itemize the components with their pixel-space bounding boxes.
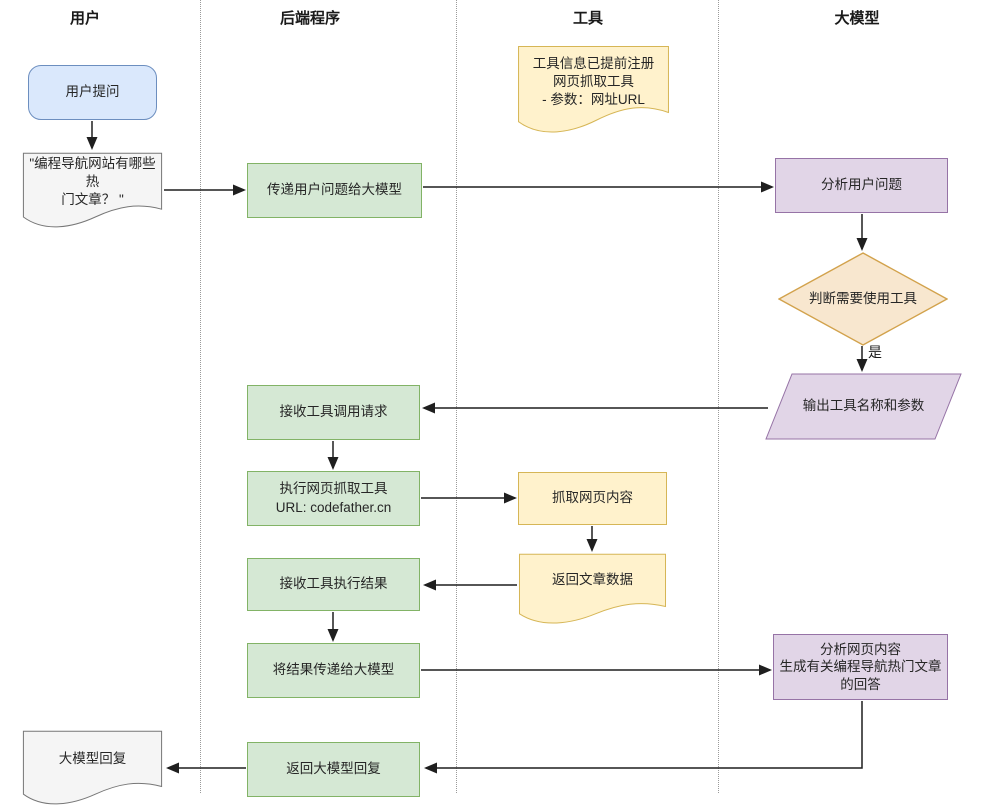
document-shape	[22, 152, 163, 230]
node-label: 判断需要使用工具	[809, 290, 917, 306]
lane-header-model: 大模型	[834, 10, 880, 27]
node-execute-tool: 执行网页抓取工具 URL: codefather.cn	[247, 471, 420, 526]
node-analyze-web-content: 分析网页内容 生成有关编程导航热门文章 的回答	[773, 634, 948, 700]
node-return-model-reply: 返回大模型回复	[247, 742, 420, 797]
document-shape	[22, 730, 163, 807]
lane-divider-1	[200, 0, 201, 793]
node-fetch-web-content: 抓取网页内容	[518, 472, 667, 525]
parallelogram-shape	[765, 373, 962, 440]
lane-header-user: 用户	[69, 10, 101, 27]
node-decision-need-tool: 判断需要使用工具	[778, 252, 948, 346]
node-label: 接收工具调用请求	[279, 404, 388, 420]
lane-header-backend: 后端程序	[279, 10, 341, 27]
node-analyze-question: 分析用户问题	[775, 158, 948, 213]
node-output-tool-params: 输出工具名称和参数	[765, 373, 962, 440]
document-shape	[517, 45, 670, 137]
node-label: 输出工具名称和参数	[802, 398, 925, 414]
node-label: 传递用户问题给大模型	[267, 182, 402, 198]
decision-yes-label: 是	[868, 344, 882, 360]
node-label: 分析网页内容 生成有关编程导航热门文章 的回答	[779, 642, 942, 692]
node-label: 用户提问	[65, 84, 120, 100]
node-user-question: 用户提问	[28, 65, 157, 120]
lane-divider-2	[456, 0, 457, 793]
node-label: 分析用户问题	[821, 177, 902, 193]
node-model-reply-document: 大模型回复	[22, 730, 163, 807]
lane-divider-3	[718, 0, 719, 793]
node-label: 返回文章数据	[552, 572, 633, 588]
node-receive-tool-result: 接收工具执行结果	[247, 558, 420, 611]
lane-header-tool: 工具	[572, 10, 604, 27]
node-pass-question: 传递用户问题给大模型	[247, 163, 422, 218]
node-label: 将结果传递给大模型	[272, 662, 395, 678]
node-receive-tool-call: 接收工具调用请求	[247, 385, 420, 440]
node-label: 执行网页抓取工具 URL: codefather.cn	[275, 481, 392, 515]
node-return-article-data: 返回文章数据	[518, 553, 667, 626]
node-label: 大模型回复	[58, 751, 127, 767]
node-user-question-document: "编程导航网站有哪些热 门文章？ "	[22, 152, 163, 230]
node-tool-registration-note: 工具信息已提前注册 网页抓取工具 - 参数：网址URL	[517, 45, 670, 137]
diamond-shape	[778, 252, 948, 346]
node-label: 工具信息已提前注册 网页抓取工具 - 参数：网址URL	[532, 55, 655, 108]
node-label: 接收工具执行结果	[279, 576, 388, 592]
document-shape	[518, 553, 667, 626]
node-pass-result-to-model: 将结果传递给大模型	[247, 643, 420, 698]
node-label: "编程导航网站有哪些热 门文章？ "	[29, 155, 156, 208]
node-label: 返回大模型回复	[286, 761, 381, 777]
node-label: 抓取网页内容	[552, 490, 633, 506]
